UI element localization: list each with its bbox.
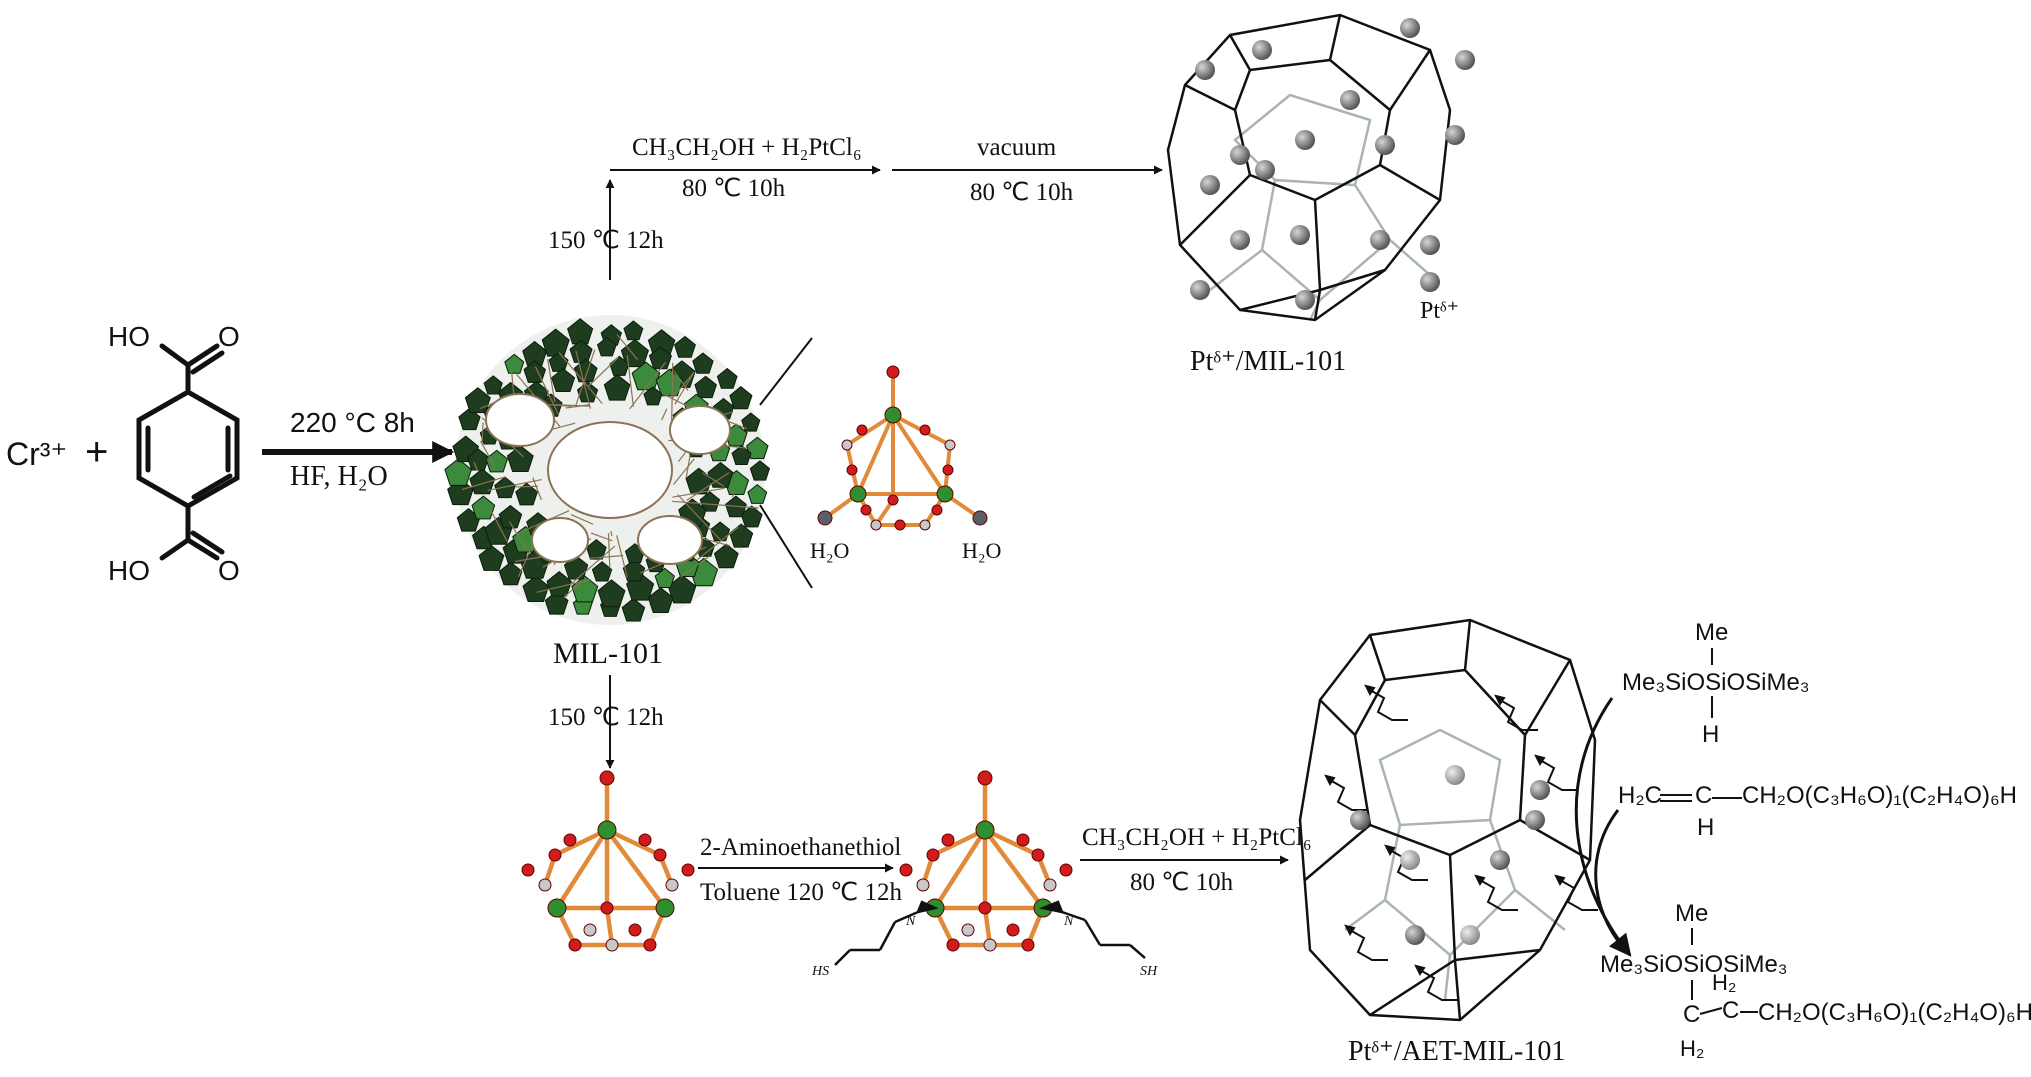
water-ligand-right: H₂O [962,538,1001,563]
mil101-label: MIL-101 [553,637,663,670]
pt-loading-condition: 80 ℃ 10h [1130,869,1234,896]
amine-n-right: N [1063,914,1074,929]
amine-n-left: N [905,914,916,929]
cluster-before-grafting [521,770,695,952]
product-c2: C [1722,997,1739,1024]
top-step1-condition: 80 ℃ 10h [682,175,786,202]
product-polyether-chain: CH₂O(C₃H₆O)₁(C₂H₄O)₆H [1758,999,2031,1026]
chromium-ion-label: Cr³⁺ [6,436,67,472]
pt-aet-mil101-label: Ptᵟ⁺/AET-MIL-101 [1348,1036,1565,1067]
mil101-framework-structure [444,315,771,625]
pt-mil101-cage [1166,13,1475,322]
grafting-condition: Toluene 120 ℃ 12h [700,879,902,906]
hydrosilylation-arrow-inner [1594,809,1632,957]
grafting-reagent: 2-Aminoethanethiol [700,834,901,861]
pt-mil101-label: Ptᵟ⁺/MIL-101 [1190,346,1346,377]
top-step2-reagent: vacuum [977,134,1057,161]
water-ligand-left: H₂O [810,538,849,563]
allyl-h: H [1697,814,1714,841]
bottom-vertical-condition: 150 ℃ 12h [548,704,664,731]
allyl-h2c: H₂C [1618,782,1662,809]
cluster-atoms [817,365,988,531]
product-methyl: Me [1675,900,1708,927]
siloxane-hydride: H [1702,721,1719,748]
zoom-line-bottom [759,504,813,589]
pt-loading-reagent: CH₃CH₂OH + H₂PtCl₆ [1082,824,1312,851]
product-c-c-bond [1699,1007,1723,1015]
product-ch2-lower-h2: H₂ [1680,1036,1704,1061]
thiol-left: HS [811,964,829,979]
allyl-c: C [1695,782,1712,809]
product-c1: C [1683,1001,1700,1028]
siloxane-methyl: Me [1695,619,1728,646]
pt-particle-label: Ptᵟ⁺ [1420,298,1459,324]
top-step1-reagent: CH₃CH₂OH + H₂PtCl₆ [632,134,862,161]
product-ch2-upper-h2: H₂ [1712,970,1736,995]
synthesis-temperature: 220 °C 8h [290,407,415,438]
aet-grafted-cluster [834,770,1146,966]
allyl-polyether-chain: CH₂O(C₃H₆O)₁(C₂H₄O)₆H [1742,782,2017,809]
carbonyl-o-top: O [218,321,240,352]
carbonyl-o-bottom: O [218,555,240,586]
zoom-line-top [759,337,813,406]
acid-oh-bottom: HO [108,555,150,586]
top-vertical-condition: 150 ℃ 12h [548,227,664,254]
synthesis-reagent: HF, H₂O [290,461,388,492]
top-step2-condition: 80 ℃ 10h [970,179,1074,206]
pt-particle-legend-sphere [1420,272,1440,292]
acid-oh-top: HO [108,321,150,352]
plus-sign: + [85,430,108,474]
terephthalic-acid-structure [136,343,240,561]
thiol-right: SH [1140,964,1158,979]
siloxane-formula: Me₃SiOSiOSiMe₃ [1622,669,1810,696]
pt-aet-mil101-cage [1298,618,1598,1022]
